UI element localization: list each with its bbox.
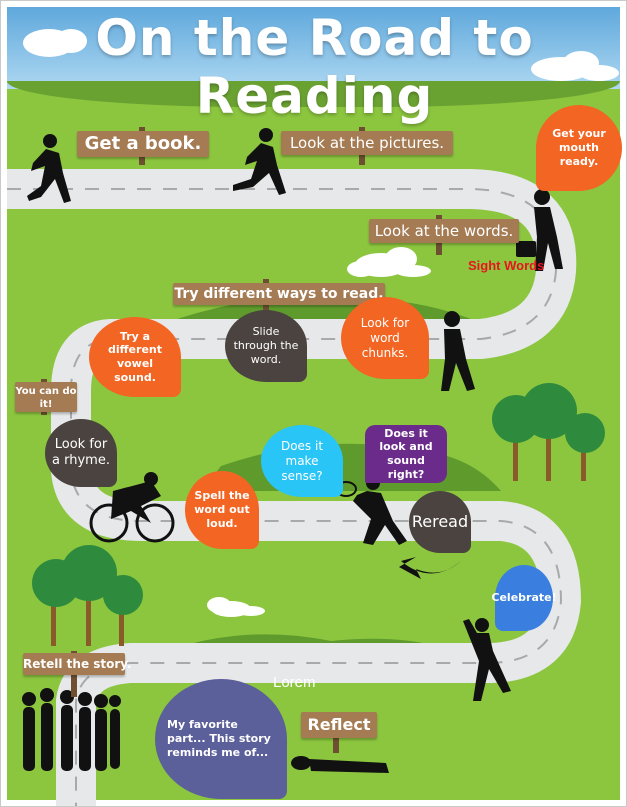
tree-cluster [492,383,605,481]
bubble-favorite-part: My favorite part... This story reminds m… [155,679,287,799]
bubble-celebrate-text: Celebrate! [491,591,557,605]
bubble-look-sound-right: Does it look and sound right? [365,425,447,483]
label-sight-words: Sight Words [468,258,545,273]
bubble-rhyme-text: Look for a rhyme. [52,436,110,468]
bubble-make-sense: Does it make sense? [261,425,343,497]
bubble-celebrate: Celebrate! [491,565,557,631]
reclining-silhouette [291,756,389,773]
group-silhouettes [22,688,121,771]
bubble-reread-text: Reread [411,512,469,531]
cloud [531,51,619,81]
bubble-mouth-ready-text: Get your mouth ready. [552,127,606,168]
cloud [207,597,265,617]
bubble-mouth-ready: Get your mouth ready. [536,105,622,191]
cyclist-silhouette [89,472,175,543]
bubble-make-sense-text: Does it make sense? [280,438,324,483]
bubble-rhyme: Look for a rhyme. [45,419,117,487]
cloud [347,247,431,277]
label-lorem: Lorem [273,674,316,691]
sign-you-can: You can do it! [15,382,77,412]
bubble-vowel-sound-text: Try a different vowel sound. [108,329,162,384]
bubble-look-sound-right-text: Does it look and sound right? [379,426,433,481]
bubble-spell-out-text: Spell the word out loud. [194,489,250,530]
bubble-favorite-part-text: My favorite part... This story reminds m… [167,718,271,759]
walker-silhouette [441,311,475,391]
bubble-slide-through: Slide through the word. [225,310,307,382]
bubble-word-chunks: Look for word chunks. [341,297,429,379]
sign-retell: Retell the story. [23,653,132,675]
road-centerline [7,188,563,806]
tree-cluster [32,545,143,646]
bubble-slide-through-text: Slide through the word. [233,325,299,366]
sign-get-book: Get a book. [77,131,209,157]
sign-try-ways: Try different ways to read. [173,283,385,305]
reread-arrow [399,557,461,579]
cloud [23,29,87,57]
runner-silhouette [233,128,286,195]
sign-look-words: Look at the words. [369,219,519,243]
dancer-silhouette [463,618,511,701]
page-title: On the Road to Reading [95,9,534,125]
walker-silhouette [516,189,563,271]
runner-silhouette [27,134,71,203]
bubble-reread: Reread [409,491,471,553]
sign-you-can-text: You can do it! [15,386,77,410]
bubble-word-chunks-text: Look for word chunks. [360,315,410,360]
sign-reflect: Reflect [301,712,377,738]
sign-look-pictures: Look at the pictures. [281,131,453,155]
bubble-vowel-sound: Try a different vowel sound. [89,317,181,397]
bubble-spell-out: Spell the word out loud. [185,471,259,549]
